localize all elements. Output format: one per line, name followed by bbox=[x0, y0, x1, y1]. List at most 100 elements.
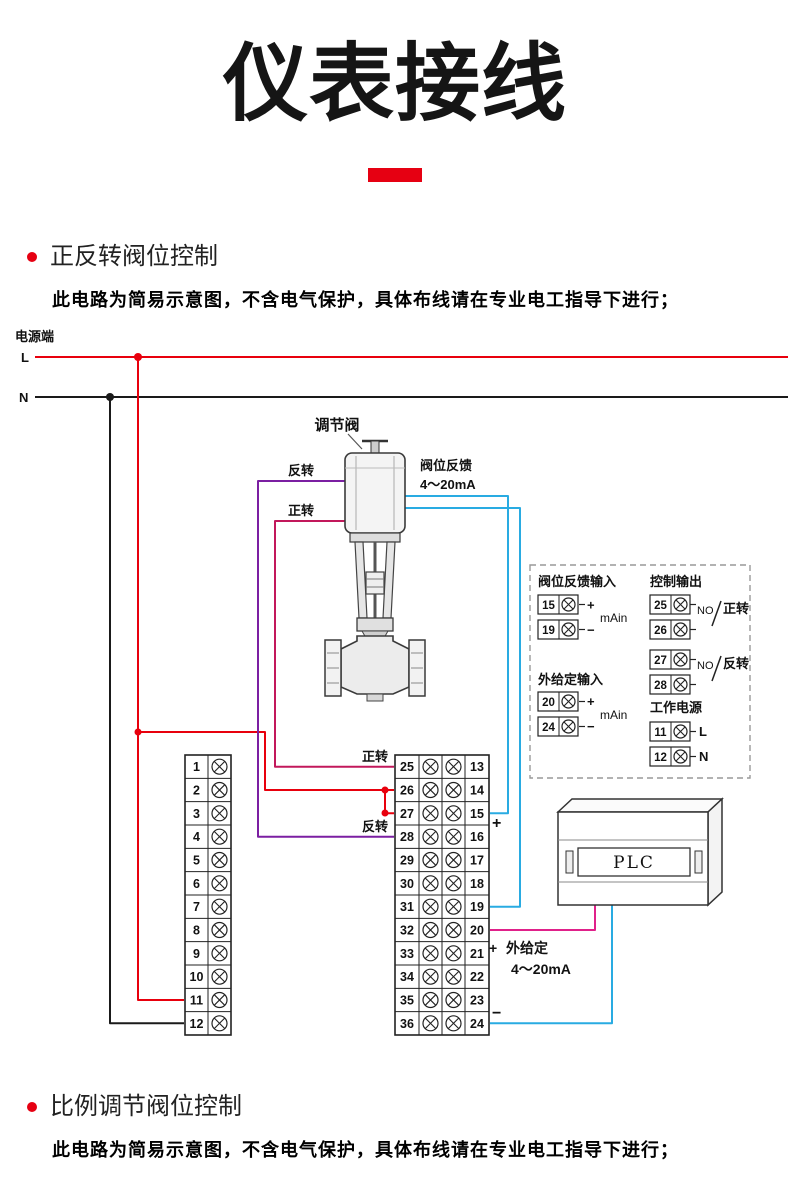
screw-terminal-icon bbox=[422, 851, 439, 869]
screw-terminal-icon bbox=[445, 781, 462, 799]
feedback-range-label: 4～20mA bbox=[420, 477, 476, 492]
terminal-number: 9 bbox=[193, 947, 200, 961]
terminal-number: 5 bbox=[193, 853, 200, 867]
contact-type-label: NO bbox=[697, 605, 714, 617]
junction-dot bbox=[381, 809, 389, 817]
screw-terminal-icon bbox=[561, 597, 576, 612]
terminal-number: 7 bbox=[193, 900, 200, 914]
lead-line bbox=[711, 655, 722, 682]
contact-type-label: NO bbox=[697, 660, 714, 672]
detail-terminal: 28 bbox=[649, 674, 691, 695]
wire-l-to-terminal-26 bbox=[138, 731, 394, 791]
plc-side-tab bbox=[565, 850, 574, 874]
screw-terminal-icon bbox=[211, 805, 228, 822]
terminal-number: 23 bbox=[470, 993, 484, 1007]
bullet-icon bbox=[27, 252, 37, 262]
screw-terminal-icon bbox=[561, 719, 576, 734]
screw-terminal-icon bbox=[422, 781, 439, 799]
plc-top-face bbox=[556, 798, 724, 813]
detail-terminal: 24 bbox=[537, 716, 579, 737]
screw-terminal-icon bbox=[445, 898, 462, 915]
screw-terminal-icon bbox=[561, 694, 576, 709]
valve-top-stem bbox=[370, 440, 380, 454]
power-terminal-label: 电源端 bbox=[15, 329, 54, 344]
actuator-mount-plate bbox=[349, 532, 401, 543]
detail-group-title: 外给定输入 bbox=[537, 672, 603, 687]
section-proportional-control: 比例调节阀位控制 此电路为简易示意图，不含电气保护，具体布线请在专业电工指导下进… bbox=[27, 1092, 679, 1162]
screw-terminal-icon bbox=[422, 968, 439, 985]
plc-label: PLC bbox=[613, 853, 655, 873]
terminal-number: 30 bbox=[400, 877, 414, 891]
detail-terminal: 25 bbox=[649, 594, 691, 615]
terminal-number: 20 bbox=[470, 923, 484, 937]
detail-terminal: 11 bbox=[649, 721, 691, 742]
wire-valve-reverse bbox=[257, 480, 394, 838]
terminal-detail-box: 阀位反馈输入1519+−mAin外给定输入2024+−mAin控制输出2526N… bbox=[529, 564, 751, 779]
junction-dot bbox=[106, 393, 114, 401]
wire-setpoint-plus bbox=[490, 905, 596, 931]
terminal-number: 2 bbox=[193, 783, 200, 797]
screw-terminal-icon bbox=[445, 991, 462, 1009]
terminal-number: 28 bbox=[654, 680, 667, 692]
screw-terminal-icon bbox=[445, 805, 462, 822]
terminal-number: 26 bbox=[654, 625, 667, 637]
screw-terminal-icon bbox=[673, 724, 688, 739]
terminal-number: 12 bbox=[190, 1017, 204, 1031]
polarity-sign: − bbox=[587, 719, 595, 734]
valve-reverse-label: 反转 bbox=[288, 463, 314, 478]
screw-terminal-icon bbox=[211, 968, 228, 985]
detail-terminal: 19 bbox=[537, 619, 579, 640]
terminal-number: 29 bbox=[400, 853, 414, 867]
junction-dot bbox=[134, 353, 142, 361]
terminal-reverse-label: 反转 bbox=[362, 819, 388, 834]
screw-terminal-icon bbox=[422, 828, 439, 845]
yoke-right bbox=[382, 541, 396, 619]
terminal-number: 33 bbox=[400, 947, 414, 961]
terminal-number: 11 bbox=[190, 993, 203, 1007]
wire-feedback-minus bbox=[405, 507, 521, 908]
screw-terminal-icon bbox=[422, 1015, 439, 1032]
terminal-number: 24 bbox=[542, 722, 555, 734]
screw-terminal-icon bbox=[673, 749, 688, 764]
screw-terminal-icon bbox=[211, 1015, 228, 1032]
wire-setpoint-minus bbox=[490, 905, 613, 1025]
bonnet bbox=[356, 617, 394, 632]
stem-coupler bbox=[365, 571, 385, 595]
screw-terminal-icon bbox=[211, 851, 228, 869]
terminal-number: 21 bbox=[470, 947, 484, 961]
polarity-sign: + bbox=[587, 694, 595, 709]
setpoint-range-label: 4～20mA bbox=[511, 961, 571, 977]
screw-terminal-icon bbox=[422, 805, 439, 822]
terminal-number: 27 bbox=[654, 655, 667, 667]
terminal-number: 32 bbox=[400, 923, 414, 937]
terminal-number: 13 bbox=[470, 760, 484, 774]
screw-terminal-icon bbox=[211, 828, 228, 845]
yoke-left bbox=[354, 541, 368, 619]
terminal-number: 6 bbox=[193, 877, 200, 891]
terminal-number: 19 bbox=[470, 900, 484, 914]
detail-terminal: 12 bbox=[649, 746, 691, 767]
valve-body bbox=[340, 635, 410, 695]
polarity-sign: − bbox=[587, 623, 595, 638]
terminal-number: 1 bbox=[193, 760, 200, 774]
wire-l-to-terminal-11 bbox=[137, 357, 184, 1001]
screw-terminal-icon bbox=[422, 945, 439, 962]
wire-n-to-terminal-12 bbox=[109, 397, 184, 1025]
terminal-number: 4 bbox=[193, 830, 200, 844]
terminal-number: 25 bbox=[400, 760, 414, 774]
screw-terminal-icon bbox=[445, 968, 462, 985]
screw-terminal-icon bbox=[445, 828, 462, 845]
plc-label-plate bbox=[577, 847, 691, 877]
actuator-housing bbox=[344, 452, 406, 534]
junction-dot bbox=[134, 728, 142, 736]
polarity-sign: + bbox=[587, 598, 595, 613]
relay-function-label: 正转 bbox=[723, 601, 749, 616]
terminal-number: 3 bbox=[193, 807, 200, 821]
screw-terminal-icon bbox=[445, 921, 462, 939]
detail-group-title: 控制输出 bbox=[650, 574, 702, 589]
plc-box: PLC bbox=[556, 797, 724, 907]
terminal-number: 8 bbox=[193, 923, 200, 937]
